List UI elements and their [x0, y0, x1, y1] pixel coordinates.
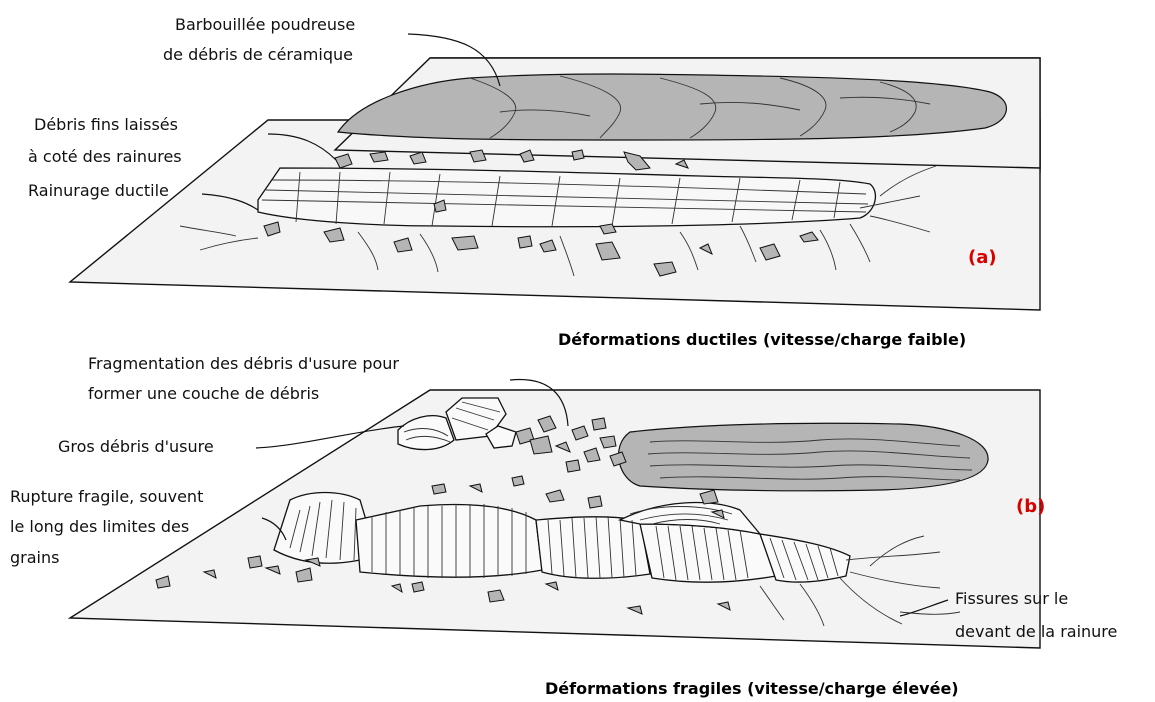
label-ductile-groove: Rainurage ductile — [28, 181, 169, 200]
label-fine-debris-line2: à coté des rainures — [28, 147, 182, 166]
panel-a: Barbouillée poudreuse de débris de céram… — [28, 15, 1040, 349]
label-large-debris: Gros débris d'usure — [58, 437, 214, 456]
panel-b-title: Déformations fragiles (vitesse/charge él… — [545, 679, 959, 698]
label-fragmentation-line2: former une couche de débris — [88, 384, 319, 403]
panel-a-title: Déformations ductiles (vitesse/charge fa… — [558, 330, 966, 349]
label-smear-line1: Barbouillée poudreuse — [175, 15, 355, 34]
powdery-smear — [338, 74, 1006, 140]
label-cracks-line1: Fissures sur le — [955, 589, 1068, 608]
label-cracks-line2: devant de la rainure — [955, 622, 1117, 641]
label-brittle-line3: grains — [10, 548, 59, 567]
label-fragmentation-line1: Fragmentation des débris d'usure pour — [88, 354, 399, 373]
debris-layer — [619, 423, 989, 491]
label-smear-line2: de débris de céramique — [163, 45, 353, 64]
panel-b-tag: (b) — [1016, 496, 1045, 517]
panel-a-tag: (a) — [968, 247, 997, 268]
label-brittle-line1: Rupture fragile, souvent — [10, 487, 203, 506]
panel-b: Fragmentation des débris d'usure pour fo… — [10, 354, 1117, 698]
label-brittle-line2: le long des limites des — [10, 517, 189, 536]
label-fine-debris-line1: Débris fins laissés — [34, 115, 178, 134]
